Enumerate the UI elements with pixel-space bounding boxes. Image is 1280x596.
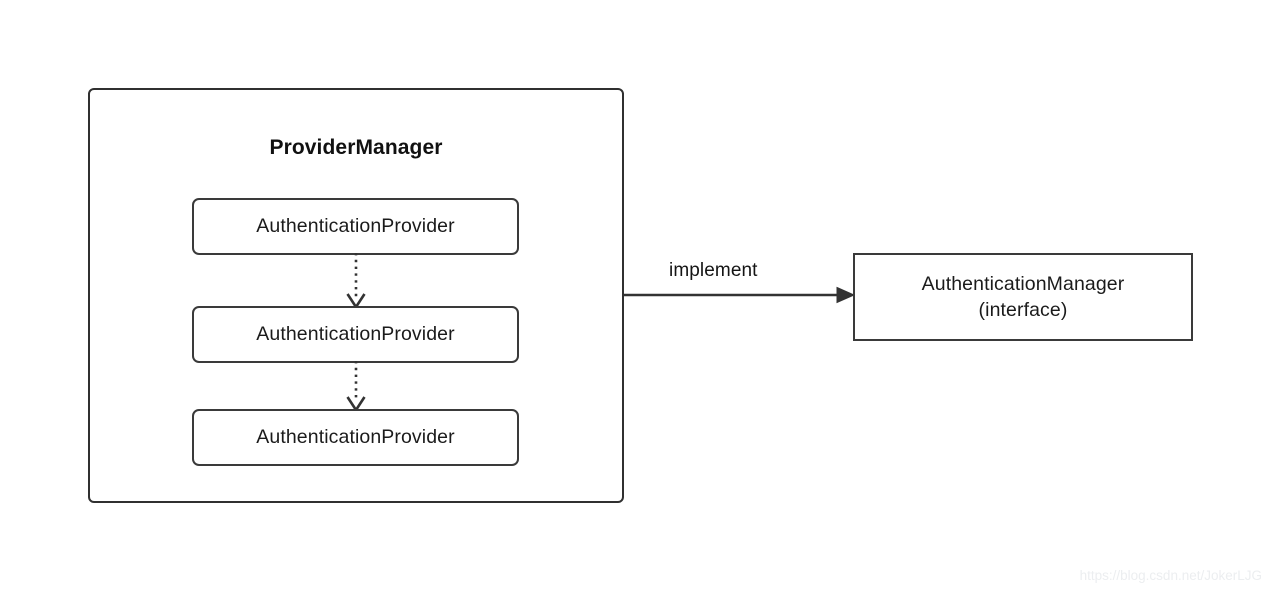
implement-connector-label: implement bbox=[669, 260, 758, 281]
dotted-arrow-connector bbox=[336, 361, 376, 413]
authentication-provider-label: AuthenticationProvider bbox=[256, 322, 455, 345]
authentication-manager-box: AuthenticationManager (interface) bbox=[853, 253, 1193, 341]
authentication-provider-label: AuthenticationProvider bbox=[256, 425, 455, 448]
provider-manager-title: ProviderManager bbox=[269, 136, 443, 159]
dotted-arrow-connector bbox=[336, 253, 376, 310]
authentication-provider-box: AuthenticationProvider bbox=[192, 409, 519, 466]
authentication-provider-box: AuthenticationProvider bbox=[192, 198, 519, 255]
implement-arrow bbox=[620, 278, 860, 314]
authentication-provider-label: AuthenticationProvider bbox=[256, 214, 455, 237]
watermark-text: https://blog.csdn.net/JokerLJG bbox=[1079, 567, 1262, 583]
authentication-provider-box: AuthenticationProvider bbox=[192, 306, 519, 363]
authentication-manager-stereotype: (interface) bbox=[978, 299, 1068, 321]
authentication-manager-name: AuthenticationManager bbox=[921, 272, 1125, 295]
